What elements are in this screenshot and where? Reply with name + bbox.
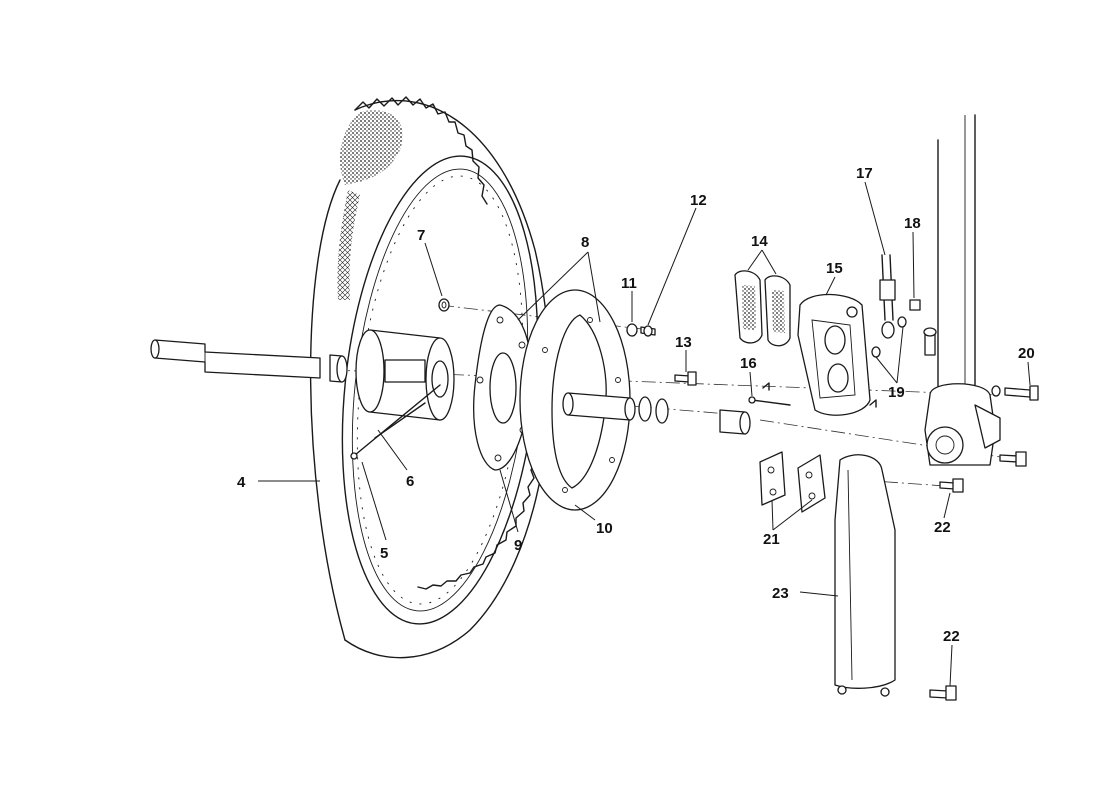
part-label-8: 8 <box>581 234 589 251</box>
part-label-22-upper: 22 <box>934 519 951 536</box>
part-label-10: 10 <box>596 520 613 537</box>
axle-spacer-right <box>719 409 751 435</box>
fork-axle-bolt <box>999 451 1027 467</box>
part-label-14: 14 <box>751 233 768 250</box>
part-label-17: 17 <box>856 165 873 182</box>
part-label-7: 7 <box>417 227 425 244</box>
spoke-and-nipple <box>350 384 441 460</box>
wheel-hub <box>355 329 455 421</box>
guard-bolt-lower <box>929 685 957 701</box>
leader-lines <box>258 181 1031 687</box>
fork-leg <box>923 114 1001 466</box>
part-labels: 4 5 6 7 8 9 10 11 12 13 14 15 16 17 18 1… <box>237 165 1035 645</box>
fork-pinch-bolt <box>991 385 1039 401</box>
disc-guard <box>834 454 896 697</box>
brake-pads <box>734 270 791 347</box>
part-label-15: 15 <box>826 260 843 277</box>
rim-nut <box>438 298 450 312</box>
part-label-22-lower: 22 <box>943 628 960 645</box>
part-label-18: 18 <box>904 215 921 232</box>
part-label-5: 5 <box>380 545 388 562</box>
part-label-12: 12 <box>690 192 707 209</box>
part-label-20: 20 <box>1018 345 1035 362</box>
caliper-pin <box>748 382 877 408</box>
brake-caliper <box>797 293 871 416</box>
front-axle <box>150 339 321 379</box>
part-label-13: 13 <box>675 334 692 351</box>
axle-spacer-left <box>329 354 348 383</box>
guard-brackets <box>759 451 826 513</box>
disc-bolt-and-washer <box>626 323 656 337</box>
part-label-16: 16 <box>740 355 757 372</box>
hub-spacer-tube <box>562 392 669 424</box>
part-label-11: 11 <box>621 275 637 292</box>
guard-bolt-upper <box>939 478 964 493</box>
part-label-6: 6 <box>406 473 414 490</box>
carrier-bolt <box>674 371 697 386</box>
part-label-21: 21 <box>763 531 780 548</box>
brake-hose-fitting <box>871 254 921 358</box>
part-label-23: 23 <box>772 585 789 602</box>
part-label-9: 9 <box>514 537 522 554</box>
part-label-19: 19 <box>888 384 905 401</box>
part-label-4: 4 <box>237 474 246 491</box>
